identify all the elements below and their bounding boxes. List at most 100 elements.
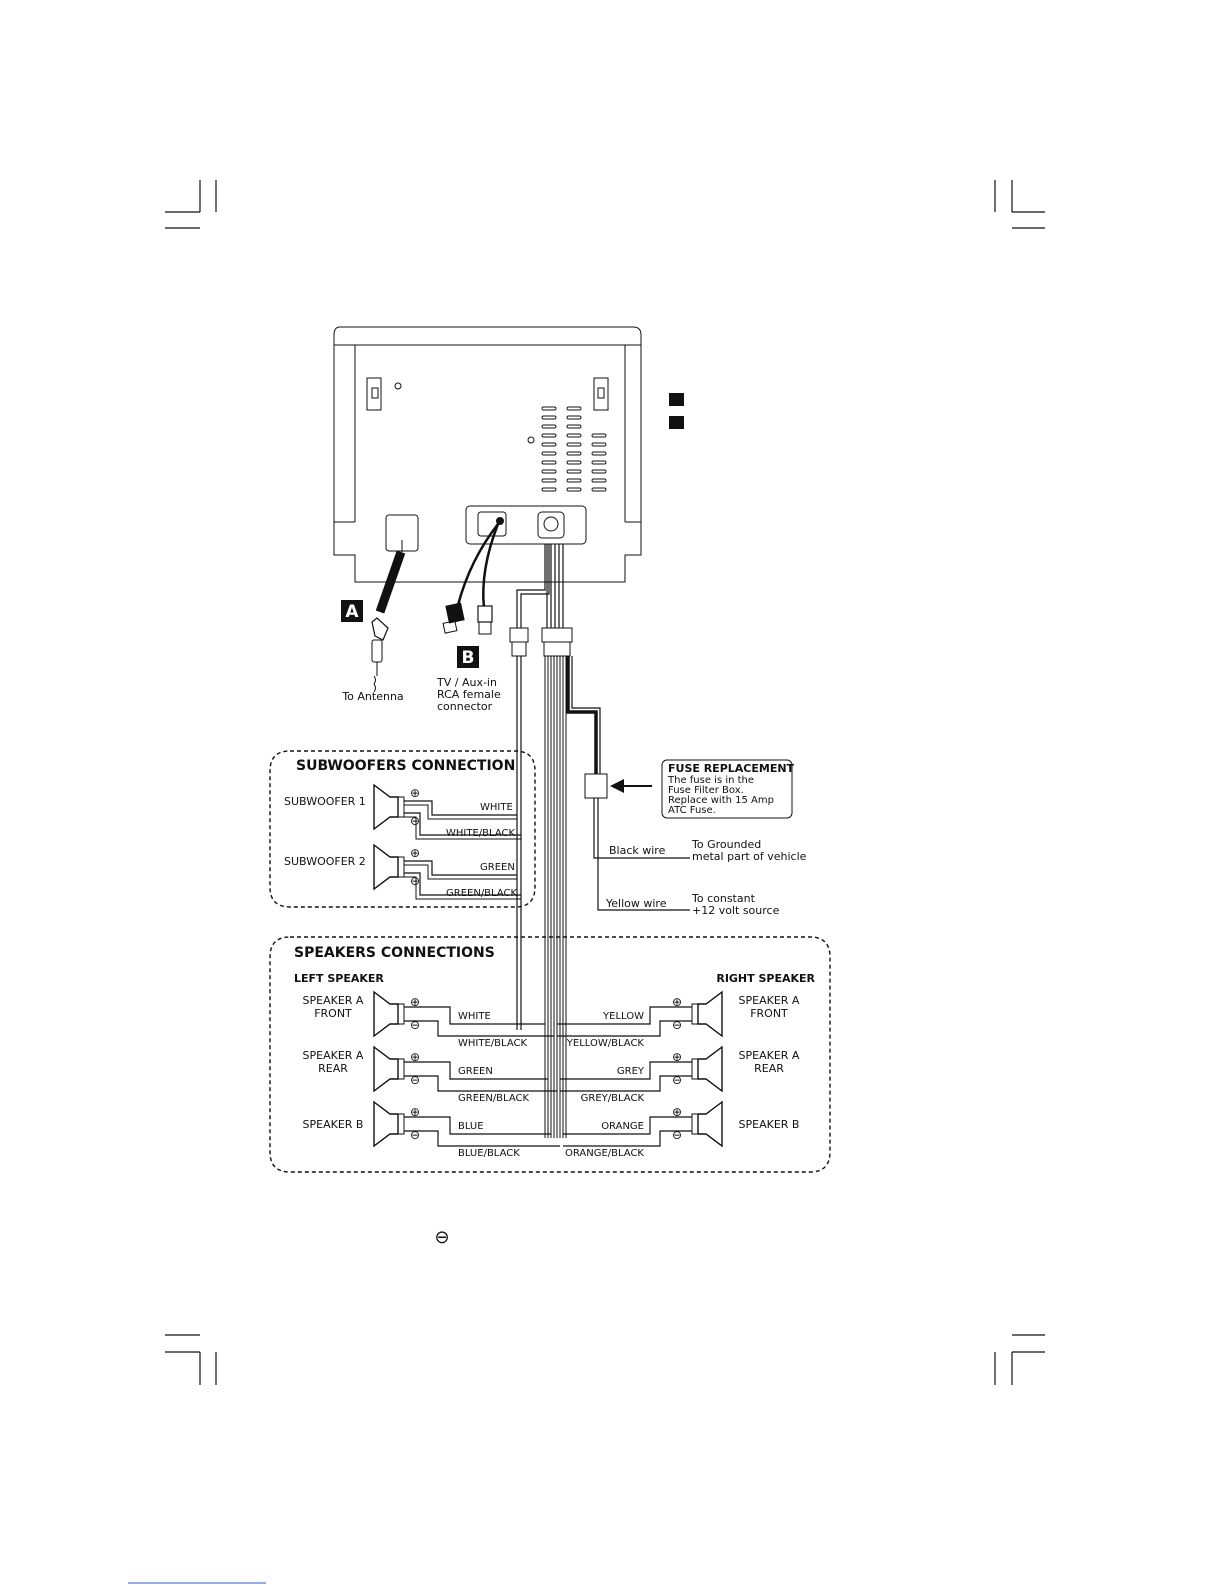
vent-slot [541,433,557,438]
vent-slot [566,424,582,429]
yellow-wire-label: Yellow wire [605,897,667,910]
speaker-position: REAR [754,1062,784,1075]
neg-wire-label: GREEN/BLACK [446,888,517,899]
head-unit-chassis [333,326,642,583]
fuse-line-1: The fuse is in the [667,775,754,786]
vent-slot [591,442,607,447]
neg-wire-label: YELLOW/BLACK [566,1038,645,1049]
speaker-icon [373,990,399,1038]
subwoofers-title: SUBWOOFERS CONNECTION [296,758,515,774]
minus-terminal: ⊖ [410,874,420,888]
ground-dest-1: To Grounded [691,838,761,851]
speaker-name: SPEAKER B [303,1118,364,1131]
minus-symbol-footnote: ⊖ [434,1227,449,1248]
aux-label-line2: RCA female [437,688,501,701]
antenna-cable [371,550,406,693]
ground-dest-2: metal part of vehicle [692,850,807,863]
right-speaker-3: SPEAKER B ⊕ ⊖ ORANGE ORANGE/BLACK [563,1100,800,1159]
plus-terminal: ⊕ [410,995,420,1009]
plus-terminal: ⊕ [672,995,682,1009]
label-b: B [462,648,475,668]
legend-square-1 [669,393,684,406]
vent-slot [541,451,557,456]
pos-wire-label: GREY [617,1066,645,1077]
speaker-position: REAR [318,1062,348,1075]
wire-harness [509,544,690,1138]
speakers-title: SPEAKERS CONNECTIONS [294,945,495,961]
pos-wire-label: ORANGE [601,1121,644,1132]
left-speaker-title: LEFT SPEAKER [294,972,384,985]
pos-wire-label: WHITE [480,802,513,813]
right-speaker-title: RIGHT SPEAKER [716,972,815,985]
neg-wire-label: WHITE/BLACK [446,828,515,839]
vent-slot [566,406,582,411]
vent-slot [541,478,557,483]
speaker-icon [373,1100,399,1148]
vent-slots [541,406,607,492]
plus-terminal: ⊕ [410,1105,420,1119]
fuse-line-4: ATC Fuse. [668,805,716,816]
aux-rca-leads [442,523,500,635]
neg-wire-label: BLUE/BLACK [458,1148,520,1159]
vent-slot [541,469,557,474]
plus-terminal: ⊕ [410,1050,420,1064]
label-b-badge: B [457,646,479,668]
neg-wire-label: GREEN/BLACK [458,1093,529,1104]
vent-slot [591,451,607,456]
plus-terminal: ⊕ [672,1105,682,1119]
vent-slot [566,451,582,456]
subwoofer-1: SUBWOOFER 1 ⊕ ⊖ WHITE WHITE/BLACK [284,783,521,840]
vent-slot [541,424,557,429]
subwoofer-name: SUBWOOFER 1 [284,795,366,808]
plus-terminal: ⊕ [410,786,420,800]
pos-wire-label: BLUE [458,1121,484,1132]
subwoofers-panel: SUBWOOFERS CONNECTION SUBWOOFER 1 ⊕ ⊖ WHITE… [269,750,536,908]
vent-slot [566,487,582,492]
to-antenna-label: To Antenna [341,690,403,703]
speaker-name: SPEAKER A [303,994,364,1007]
vent-slot [566,478,582,483]
crop-marks [165,180,1045,1385]
vent-slot [591,460,607,465]
subwoofer-name: SUBWOOFER 2 [284,855,366,868]
aux-label-line1: TV / Aux-in [436,676,497,689]
speaker-icon [373,783,399,831]
fuse-title: FUSE REPLACEMENT [668,762,795,775]
vent-slot [541,442,557,447]
minus-terminal: ⊖ [410,1073,420,1087]
speaker-icon [697,1045,723,1093]
label-a: A [345,602,359,622]
pos-wire-label: GREEN [480,862,515,873]
speakers-panel: SPEAKERS CONNECTIONS LEFT SPEAKER RIGHT … [269,936,831,1173]
fuse-line-2: Fuse Filter Box. [668,785,744,796]
vent-slot [541,460,557,465]
neg-wire-label: GREY/BLACK [581,1093,645,1104]
minus-terminal: ⊖ [410,814,420,828]
pos-wire-label: YELLOW [602,1011,644,1022]
vent-slot [591,487,607,492]
plus-terminal: ⊕ [410,846,420,860]
minus-terminal: ⊖ [672,1128,682,1142]
minus-terminal: ⊖ [410,1018,420,1032]
vent-slot [566,433,582,438]
aux-label-line3: connector [437,700,493,713]
speaker-name: SPEAKER A [739,994,800,1007]
minus-terminal: ⊖ [672,1073,682,1087]
pos-wire-label: GREEN [458,1066,493,1077]
label-a-badge: A [341,600,363,622]
vent-slot [541,415,557,420]
pos-wire-label: WHITE [458,1011,491,1022]
neg-wire-label: ORANGE/BLACK [565,1148,644,1159]
vent-slot [541,406,557,411]
subwoofer-2: SUBWOOFER 2 ⊕ ⊖ GREEN GREEN/BLACK [284,843,521,900]
speaker-name: SPEAKER B [739,1118,800,1131]
vent-slot [541,487,557,492]
minus-terminal: ⊖ [672,1018,682,1032]
vent-slot [566,442,582,447]
legend-square-2 [669,416,684,429]
fuse-callout: FUSE REPLACEMENT The fuse is in the Fuse… [610,759,795,819]
